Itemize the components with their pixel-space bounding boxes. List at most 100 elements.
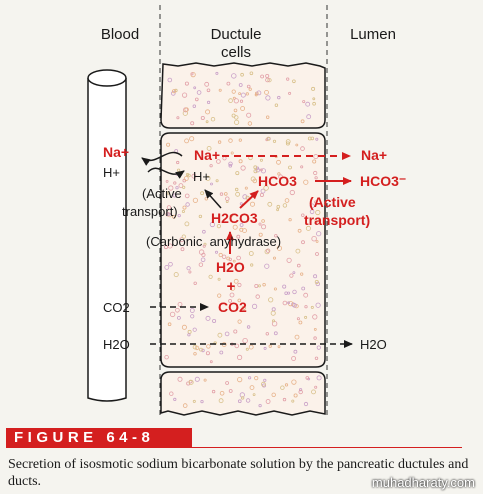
cell-granule <box>276 245 282 251</box>
cell-granule <box>217 140 222 144</box>
cell-granule <box>226 256 231 261</box>
cell-granule <box>280 385 285 390</box>
cell-granule <box>210 182 213 186</box>
cell-granule <box>228 98 233 103</box>
cell-granule <box>265 399 271 404</box>
cell-granule <box>185 173 190 177</box>
cell-granule <box>166 142 171 147</box>
ductule-header-line1: Ductule <box>211 26 262 43</box>
na-blood-label: Na+ <box>103 144 129 160</box>
cell-granule <box>233 278 239 284</box>
cell-granule <box>272 256 276 260</box>
cell-granule <box>277 345 281 349</box>
cell-granule <box>182 185 186 189</box>
cell-granule <box>305 225 311 231</box>
cell-granule <box>313 170 318 176</box>
cell-granule <box>198 249 205 255</box>
cell-granule <box>248 344 254 350</box>
cell-granule <box>234 343 240 349</box>
h2o-blood-label: H2O <box>103 337 130 352</box>
cell-granule <box>252 303 258 309</box>
active-transport-left-line2: transport) <box>122 204 178 219</box>
cell-granule <box>166 191 170 195</box>
cell-granule <box>210 116 216 122</box>
cell-granule <box>300 272 304 276</box>
cell-granule <box>311 389 316 395</box>
cell-granule <box>219 390 225 396</box>
cell-granule <box>260 381 266 387</box>
cell-granule <box>164 355 169 360</box>
active-transport-left-line1: (Active <box>142 186 182 201</box>
cell-granule <box>258 403 262 408</box>
cell-granule <box>224 331 230 337</box>
cell-granule <box>293 393 298 398</box>
plus-sign: + <box>227 278 236 295</box>
cell-granule <box>184 107 189 112</box>
cell-granule <box>193 86 197 90</box>
cell-granule <box>177 214 181 218</box>
cell-granule <box>230 151 234 155</box>
cell-granule <box>265 77 270 83</box>
cell-granule <box>264 263 270 269</box>
cell-granule <box>206 344 211 349</box>
cell-granule <box>291 399 295 403</box>
cell-granule <box>230 285 236 291</box>
cell-granule <box>203 378 207 382</box>
cell-granule <box>165 211 171 217</box>
cell-granule <box>239 223 244 227</box>
cell-granule <box>238 138 242 142</box>
cell-granule <box>294 334 300 340</box>
cell-granule <box>265 95 271 101</box>
cell-granule <box>259 158 263 162</box>
cell-granule <box>226 81 231 86</box>
cell-granule <box>193 352 197 356</box>
cell-granule <box>315 252 319 256</box>
cell-granule <box>264 90 269 95</box>
cell-granule <box>295 143 299 147</box>
cell-granule <box>292 271 296 275</box>
cell-granule <box>205 351 210 356</box>
cell-granule <box>242 338 248 344</box>
cell-granule <box>300 119 305 124</box>
cell-granule <box>245 398 251 403</box>
active-transport-right-line2: transport) <box>304 212 370 228</box>
cell-granule <box>175 186 179 190</box>
cell-granule <box>273 287 277 291</box>
cell-granule <box>182 205 187 210</box>
cell-granule <box>277 172 281 176</box>
cell-granule <box>221 254 227 259</box>
na-h-exchange-arrow <box>141 151 183 166</box>
cell-granule <box>254 375 259 381</box>
cell-granule <box>214 250 218 254</box>
cell-granule <box>184 138 190 144</box>
cell-granule <box>287 301 291 305</box>
cell-granule <box>188 379 194 385</box>
cell-granule <box>238 159 243 164</box>
cell-granule <box>200 191 205 196</box>
cell-granule <box>249 385 255 391</box>
figure-rule <box>192 447 462 448</box>
cell-granule <box>186 381 191 386</box>
cell-granule <box>167 243 173 249</box>
cell-granule <box>285 139 291 145</box>
cell-granule <box>254 283 259 288</box>
cell-granule <box>253 165 258 170</box>
cell-granule <box>191 173 197 179</box>
cell-granule <box>276 159 281 165</box>
cell-granule <box>263 346 267 350</box>
cell-granule <box>215 179 219 183</box>
cell-granule <box>272 139 277 143</box>
cell-granule <box>259 192 264 197</box>
cell-granule <box>184 193 190 199</box>
cell-granule <box>228 298 233 303</box>
cell-granule <box>315 281 320 287</box>
ductule-cell-bottom <box>160 371 326 416</box>
cell-granule <box>316 345 321 350</box>
cell-granule <box>189 308 195 313</box>
cell-granule <box>253 169 258 174</box>
figure-label-bar <box>6 428 192 448</box>
cell-granule <box>237 298 242 303</box>
cell-granule <box>206 145 212 151</box>
cell-granule <box>173 181 177 185</box>
cell-granule <box>288 91 292 95</box>
